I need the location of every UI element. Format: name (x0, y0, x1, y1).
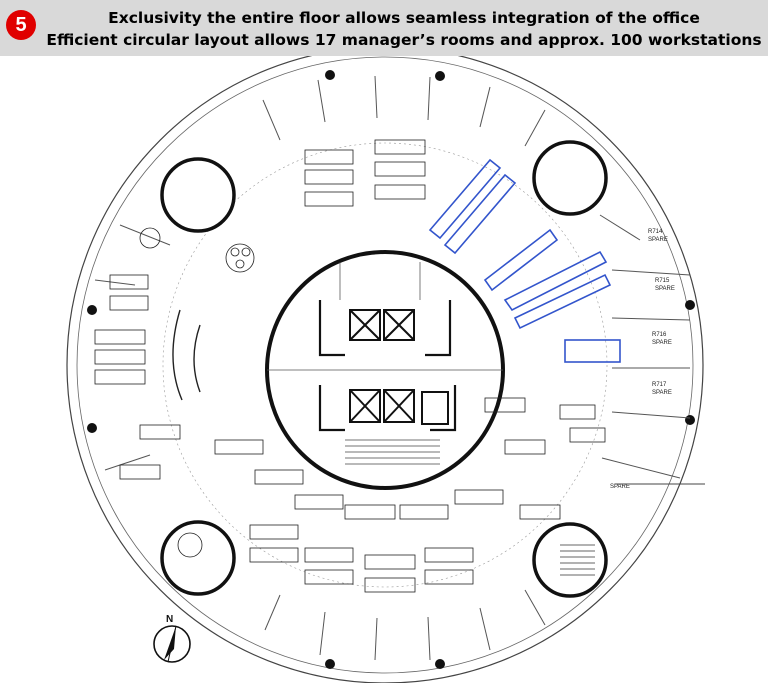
svg-text:SPARE: SPARE (610, 484, 630, 490)
step-badge: 5 (6, 10, 36, 40)
svg-text:SPARE: SPARE (652, 390, 672, 396)
round-core-nw (160, 157, 236, 233)
room-label-r715: R715 SPARE (655, 278, 675, 292)
stair-core (339, 262, 440, 465)
svg-text:SPARE: SPARE (655, 286, 675, 292)
headline-line-1: Exclusivity the entire floor allows seam… (108, 9, 700, 27)
north-compass-icon: N (153, 614, 191, 663)
elevator-bank-top (349, 309, 415, 341)
headline-line-2: Efficient circular layout allows 17 mana… (46, 31, 762, 49)
svg-text:SPARE: SPARE (648, 237, 668, 243)
workstation-clusters (94, 139, 606, 593)
svg-text:R717: R717 (652, 382, 667, 388)
header-banner: 5 Exclusivity the entire floor allows se… (0, 0, 768, 56)
lounge-seating (139, 227, 255, 558)
core-walls (318, 300, 457, 432)
room-partitions (94, 75, 691, 661)
room-label-r714: R714 SPARE (648, 229, 668, 243)
facade-inner-ring (76, 56, 694, 674)
elevator-bank-bottom (349, 389, 449, 425)
room-label-r716: R716 SPARE (652, 332, 672, 346)
highlighted-desk-runs (428, 158, 621, 363)
room-label-r717: R717 SPARE (652, 382, 672, 396)
compass-letter: N (166, 614, 173, 625)
room-label-spare: SPARE (610, 484, 630, 490)
round-core-se (532, 522, 608, 598)
round-core-ne (532, 140, 608, 216)
outer-facade-ring (66, 56, 704, 683)
svg-text:R716: R716 (652, 332, 667, 338)
svg-text:R714: R714 (648, 229, 663, 235)
office-ring-boundary (162, 142, 608, 588)
round-core-sw (160, 520, 236, 596)
svg-text:SPARE: SPARE (652, 340, 672, 346)
se-core-stair (560, 544, 595, 576)
svg-text:R715: R715 (655, 278, 670, 284)
floor-plan: R714 SPARE R715 SPARE R716 SPARE R717 SP… (66, 56, 705, 683)
